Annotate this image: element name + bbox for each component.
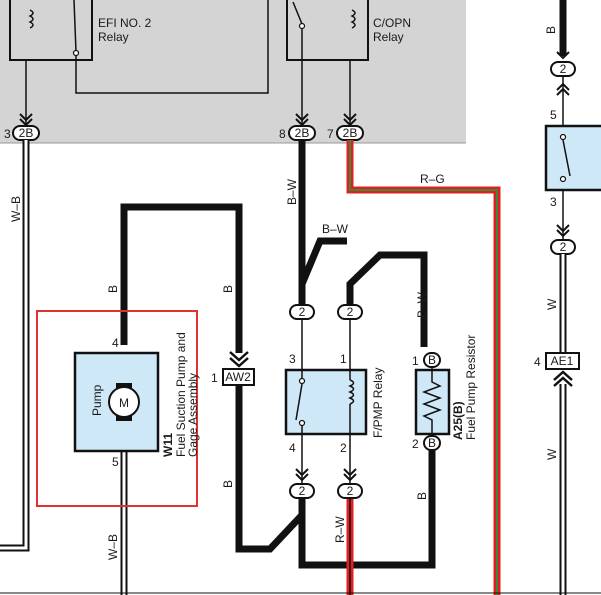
junction-block-panel <box>0 0 466 143</box>
efi-no2-relay-name: EFI NO. 2 <box>98 16 152 30</box>
svg-text:R–W: R–W <box>333 516 347 543</box>
wire-b-label-1: B <box>106 285 120 293</box>
w11-code: W11 <box>161 433 175 457</box>
right-relay-fragment: B 2 5 3 2 W AE1 4 W <box>534 0 601 595</box>
svg-text:2B: 2B <box>343 126 358 140</box>
pin-5-pump: 5 <box>112 455 119 469</box>
wire-rg: R–G <box>346 140 501 595</box>
wire-b-label-4: B <box>415 492 429 500</box>
pin-7-2b: 7 <box>327 127 334 141</box>
highlight-box <box>36 310 198 507</box>
svg-text:2: 2 <box>560 62 567 76</box>
svg-text:W: W <box>545 448 559 460</box>
fpmp-relay: 3 1 4 2 F/PMP Relay <box>284 319 385 484</box>
svg-text:AW2: AW2 <box>225 370 251 384</box>
pin-2-resistor: 2 <box>412 437 419 451</box>
copn-relay: C/OPN Relay <box>286 0 411 61</box>
connector-2b-left: 2B 3 <box>4 125 40 141</box>
svg-text:2: 2 <box>299 484 306 498</box>
pin-4-pump: 4 <box>112 336 119 350</box>
svg-text:2: 2 <box>347 305 354 319</box>
fuel-pump-resistor: B B 1 2 A25(B) Fuel Pump Resistor <box>412 335 478 451</box>
pin-1-aw2: 1 <box>211 371 218 385</box>
wire-bw-label-2: B–W <box>322 222 349 236</box>
a25-code: A25(B) <box>451 401 465 440</box>
wire-wb-left: W–B <box>0 140 30 552</box>
copn-relay-name: C/OPN <box>373 16 411 30</box>
fuel-suction-pump: M Pump 4 5 W11 Fuel Suction Pump and Gag… <box>73 332 200 469</box>
pin-4-fpmp: 4 <box>289 441 296 455</box>
wire-b-label-2: B <box>221 285 235 293</box>
pin-1-resistor: 1 <box>412 354 419 368</box>
wire-rw: R–W <box>333 497 354 595</box>
wire-b-label-3: B <box>221 480 235 488</box>
svg-text:2: 2 <box>347 484 354 498</box>
svg-text:2B: 2B <box>19 126 34 140</box>
svg-text:AE1: AE1 <box>551 354 574 368</box>
connector-2b-right: 2B 7 <box>327 125 364 141</box>
connector-2b-mid: 2B 8 <box>279 125 316 141</box>
a25-name: Fuel Pump Resistor <box>464 335 478 440</box>
svg-text:W–B: W–B <box>106 534 120 560</box>
pin-2-fpmp: 2 <box>340 441 347 455</box>
svg-text:W–B: W–B <box>9 196 23 222</box>
w11-name-line2: Gage Assembly <box>186 373 200 457</box>
pin-4-ae1: 4 <box>534 355 541 369</box>
svg-text:B: B <box>428 353 436 367</box>
wire-wb-pump: W–B <box>106 452 128 595</box>
svg-text:W: W <box>545 298 559 310</box>
wire-bw-label-3: B–W <box>415 291 429 318</box>
wire-bw-label-1: B–W <box>285 178 299 205</box>
pin-8-2b: 8 <box>279 127 286 141</box>
pin-3-right: 3 <box>550 195 557 209</box>
svg-text:B: B <box>428 436 436 450</box>
svg-text:R–G: R–G <box>420 172 445 186</box>
pin-3-2b: 3 <box>4 127 11 141</box>
motor-symbol: M <box>119 396 129 410</box>
connectors-2-fpmp: 2 2 2 2 <box>289 304 363 499</box>
efi-no2-relay-sub: Relay <box>98 30 129 44</box>
pump-label: Pump <box>90 384 104 416</box>
svg-text:B: B <box>544 26 558 34</box>
copn-relay-sub: Relay <box>373 30 404 44</box>
connector-aw2: AW2 1 <box>211 351 255 386</box>
w11-name-line1: Fuel Suction Pump and <box>174 332 188 457</box>
pin-1-fpmp: 1 <box>340 352 347 366</box>
pin-3-fpmp: 3 <box>289 352 296 366</box>
pin-5-right: 5 <box>550 108 557 122</box>
fpmp-relay-label: F/PMP Relay <box>371 368 385 438</box>
svg-text:2B: 2B <box>295 126 310 140</box>
svg-text:2: 2 <box>299 305 306 319</box>
efi-no2-relay: EFI NO. 2 Relay <box>9 0 269 94</box>
svg-text:2: 2 <box>560 240 567 254</box>
